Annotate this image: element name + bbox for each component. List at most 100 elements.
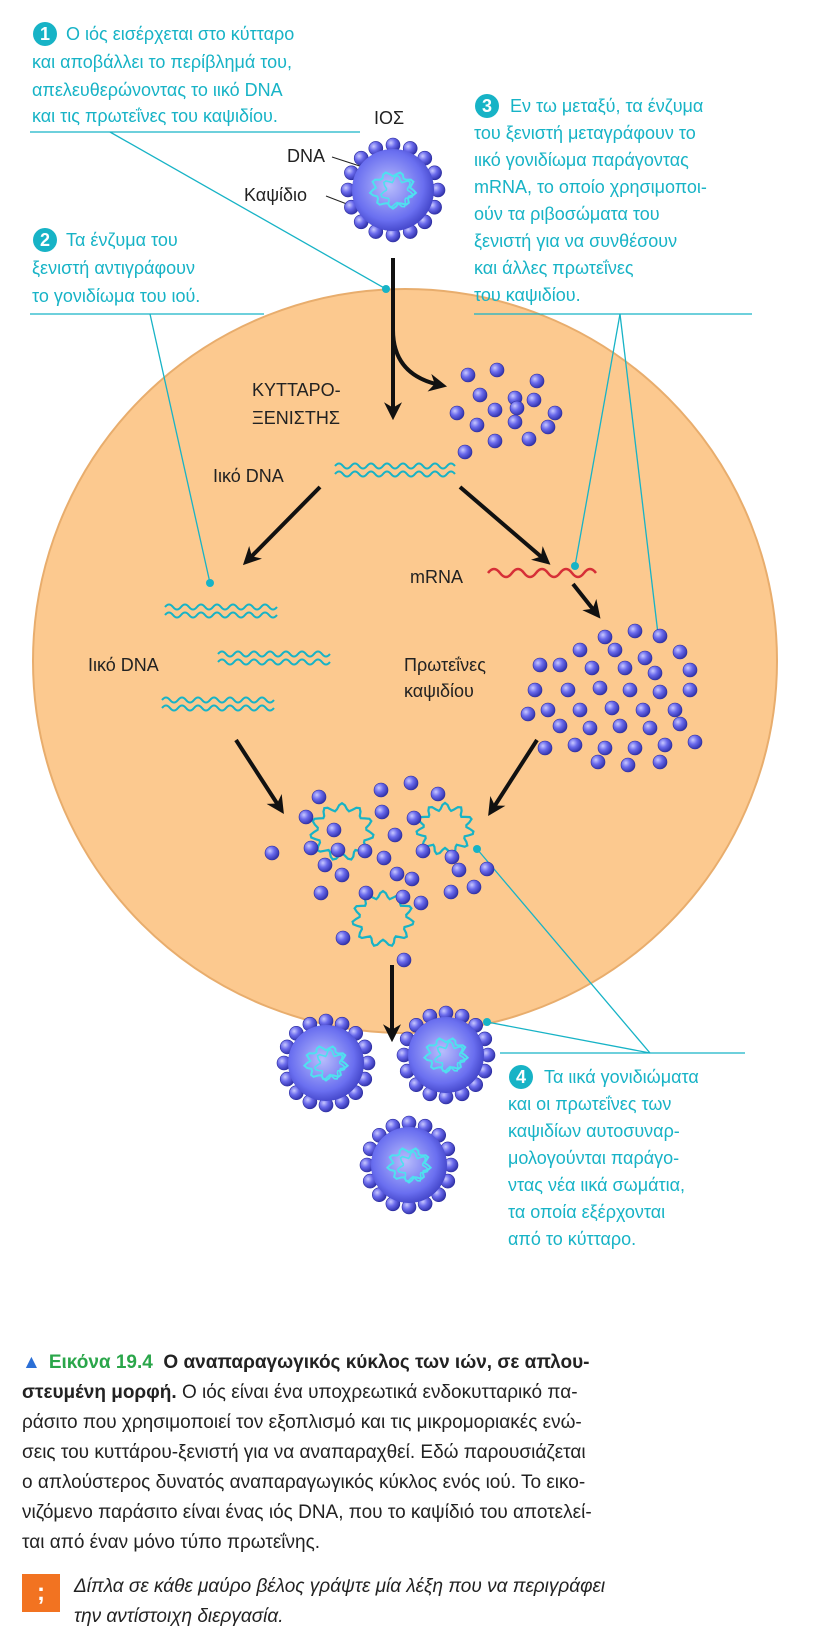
step-3-line: του καψιδίου.	[474, 285, 581, 305]
capsid-protein	[547, 405, 563, 421]
capsid-protein	[403, 775, 419, 791]
capsid-protein	[647, 665, 663, 681]
viral-dna-copy	[161, 704, 275, 712]
capsid-protein	[657, 737, 673, 753]
capsid-protein	[667, 702, 683, 718]
capsid-protein	[404, 871, 420, 887]
dna-label: DNA	[287, 146, 325, 166]
assembly-arrow-left	[234, 738, 284, 815]
capsid-protein	[326, 822, 342, 838]
viral-genome	[309, 801, 375, 861]
capsid-protein	[451, 862, 467, 878]
viral-dna-left-label: Ιικό DNA	[88, 655, 159, 675]
capsid-protein	[552, 657, 568, 673]
mrna-label: mRNA	[410, 567, 463, 587]
capsid-protein	[597, 629, 613, 645]
step-4-number: 4	[516, 1067, 526, 1087]
capsid-protein	[607, 642, 623, 658]
capsid-protein	[520, 706, 536, 722]
capsid-protein	[507, 414, 523, 430]
capsid-protein	[466, 879, 482, 895]
caption-text: ο απλούστερος δυνατός αναπαραγωγικός κύκ…	[22, 1472, 586, 1493]
capsid-protein	[652, 628, 668, 644]
figure-caption: ▲Εικόνα 19.4 Ο αναπαραγωγικός κύκλος των…	[22, 1348, 794, 1558]
capsid-protein	[487, 402, 503, 418]
capsid-proteins-label: Πρωτεΐνες	[404, 655, 486, 675]
capsid-protein	[532, 657, 548, 673]
capsid-protein	[444, 849, 460, 865]
question-badge: ;	[22, 1574, 60, 1612]
viral-genome	[385, 1147, 433, 1184]
capsid-protein	[627, 623, 643, 639]
caption-text: νιζόμενο παράσιτο είναι ένας ιός DNA, πο…	[22, 1502, 592, 1523]
question-box: ; Δίπλα σε κάθε μαύρο βέλος γράψτε μία λ…	[22, 1572, 794, 1638]
capsid-protein	[682, 662, 698, 678]
step-2-annotation: 2 Τα ένζυμα του ξενιστή αντιγράφουν το γ…	[30, 228, 264, 587]
capsid-protein	[373, 782, 389, 798]
capsid-protein	[509, 400, 525, 416]
capsid-protein	[469, 417, 485, 433]
capsid-protein	[567, 737, 583, 753]
transcription-arrow	[458, 485, 551, 565]
viral-dna-top-label: Ιικό DNA	[213, 466, 284, 486]
caption-text: σεις του κυττάρου-ξενιστή για να αναπαρα…	[22, 1442, 586, 1463]
figure-label: Εικόνα 19.4	[48, 1352, 153, 1373]
step-1-line: και αποβάλλει το περίβλημά του,	[32, 52, 292, 72]
viral-genome	[433, 1040, 467, 1072]
step-4-line: τα οποία εξέρχονται	[508, 1202, 665, 1222]
capsid-protein	[334, 867, 350, 883]
capsid-protein	[537, 740, 553, 756]
step-3-line: του ξενιστή μεταγράφουν το	[474, 123, 696, 143]
capsid-protein	[584, 660, 600, 676]
virion-body	[371, 1127, 447, 1203]
caption-triangle-icon: ▲	[22, 1352, 41, 1373]
capsid-protein	[387, 827, 403, 843]
caption-text: Ο ιός είναι ένα υποχρεωτικά ενδοκυτταρικ…	[176, 1382, 578, 1403]
step-3-line: ξενιστή για να συνθέσουν	[474, 231, 677, 251]
step-3-line: και άλλες πρωτεΐνες	[474, 258, 634, 278]
capsid-protein	[472, 387, 488, 403]
new-virion	[276, 1013, 376, 1113]
step-3-annotation: 3 Εν τω μεταξύ, τα ένζυμα του ξενιστή με…	[474, 94, 752, 635]
caption-title-cont: στευμένη μορφή.	[22, 1382, 177, 1403]
capsid-protein	[622, 682, 638, 698]
viral-genome	[415, 801, 475, 856]
step-3-badge	[475, 94, 499, 118]
capsid-protein	[460, 367, 476, 383]
viral-dna-copy	[161, 696, 275, 704]
step-1-line: απελευθερώνοντας το ιικό DNA	[32, 80, 283, 100]
capsid-proteins-label: καψιδίου	[404, 681, 474, 701]
caption-text: ται από έναν μόνο τύπο πρωτεΐνης.	[22, 1532, 321, 1553]
capsid-protein	[298, 809, 314, 825]
step-3-line: Εν τω μεταξύ, τα ένζυμα	[510, 96, 703, 116]
step-4-line: ντας νέα ιικά σωμάτια,	[508, 1175, 685, 1195]
host-cell-label: ΞΕΝΙΣΤΗΣ	[252, 408, 340, 428]
capsid-protein	[637, 650, 653, 666]
capsid-protein	[687, 734, 703, 750]
capsid-protein	[374, 804, 390, 820]
viral-dna-copy	[164, 603, 278, 611]
virion-body	[408, 1017, 484, 1093]
capsid-protein	[376, 850, 392, 866]
step-2-line: ξενιστή αντιγράφουν	[32, 258, 195, 278]
mrna-strand	[487, 567, 597, 579]
viral-genome	[380, 174, 414, 208]
step-4-line: και οι πρωτεΐνες των	[508, 1094, 671, 1114]
capsid-protein	[560, 682, 576, 698]
step-2-line: το γονιδίωμα του ιού.	[32, 286, 200, 306]
step-1-line: και τις πρωτεΐνες του καψιδίου.	[32, 106, 278, 126]
capsid-protein	[592, 680, 608, 696]
viral-dna-strand	[334, 462, 456, 470]
capsid-protein	[652, 754, 668, 770]
capsid-protein	[582, 720, 598, 736]
capsid-protein	[406, 810, 422, 826]
capsid-protein	[635, 702, 651, 718]
step-3-line: ιικό γονιδίωμα παράγοντας	[474, 150, 689, 170]
virion-body	[352, 149, 434, 231]
step-2-number: 2	[40, 230, 50, 250]
uncoating-arrow	[391, 329, 448, 392]
capsid-protein	[449, 405, 465, 421]
viral-genome	[396, 1150, 430, 1182]
capsid-protein	[682, 682, 698, 698]
capsid-protein	[604, 700, 620, 716]
